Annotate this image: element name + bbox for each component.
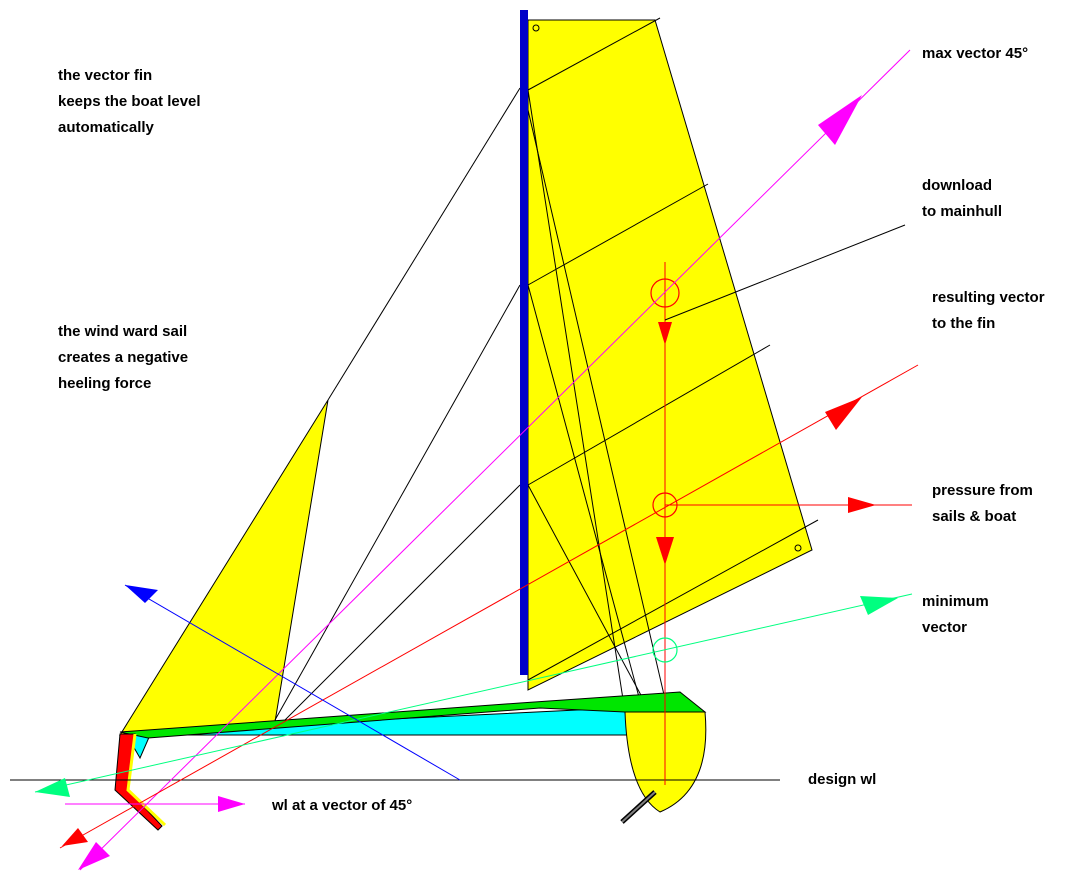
resulting-vector-tail-arrow bbox=[62, 828, 88, 846]
resulting-vector-arrow bbox=[825, 397, 862, 430]
label-download: download to mainhull bbox=[922, 177, 1002, 220]
max-vector-tail-arrow bbox=[78, 842, 110, 870]
mast bbox=[520, 10, 528, 675]
download-leader-line bbox=[664, 224, 906, 321]
download-arrow-upper bbox=[658, 322, 672, 345]
download-arrow-lower bbox=[656, 537, 674, 565]
rigging-lines bbox=[274, 87, 669, 721]
label-wl-45: wl at a vector of 45° bbox=[271, 797, 412, 814]
pencil-icon bbox=[620, 790, 657, 824]
label-max-vector: max vector 45° bbox=[922, 45, 1028, 62]
main-sail bbox=[527, 19, 813, 691]
sail-head-grommet bbox=[532, 24, 540, 32]
sail-clew-grommet bbox=[794, 544, 802, 552]
main-sail-battens bbox=[527, 17, 819, 681]
label-resulting-vector: resulting vector to the fin bbox=[932, 289, 1049, 332]
minimum-circle bbox=[652, 637, 678, 663]
blue-vector-arrow bbox=[125, 585, 158, 603]
label-design-wl: design wl bbox=[808, 771, 876, 788]
minimum-vector-line bbox=[34, 593, 913, 793]
label-vector-fin: the vector fin keeps the boat level auto… bbox=[58, 67, 205, 136]
label-windward-sail: the wind ward sail creates a negative he… bbox=[58, 323, 192, 392]
wl-45-arrow bbox=[218, 796, 245, 812]
pressure-arrow bbox=[848, 497, 876, 513]
minimum-vector-arrow bbox=[860, 596, 898, 615]
blue-vector-line bbox=[124, 584, 461, 781]
label-minimum-vector: minimum vector bbox=[922, 593, 993, 636]
minimum-vector-tail-arrow bbox=[35, 778, 70, 797]
label-pressure: pressure from sails & boat bbox=[932, 482, 1037, 525]
max-vector-line bbox=[79, 49, 911, 871]
max-vector-arrow bbox=[818, 95, 862, 145]
vector-fin-edge bbox=[126, 733, 167, 827]
resulting-vector-line bbox=[59, 364, 919, 849]
download-circle bbox=[650, 278, 680, 308]
